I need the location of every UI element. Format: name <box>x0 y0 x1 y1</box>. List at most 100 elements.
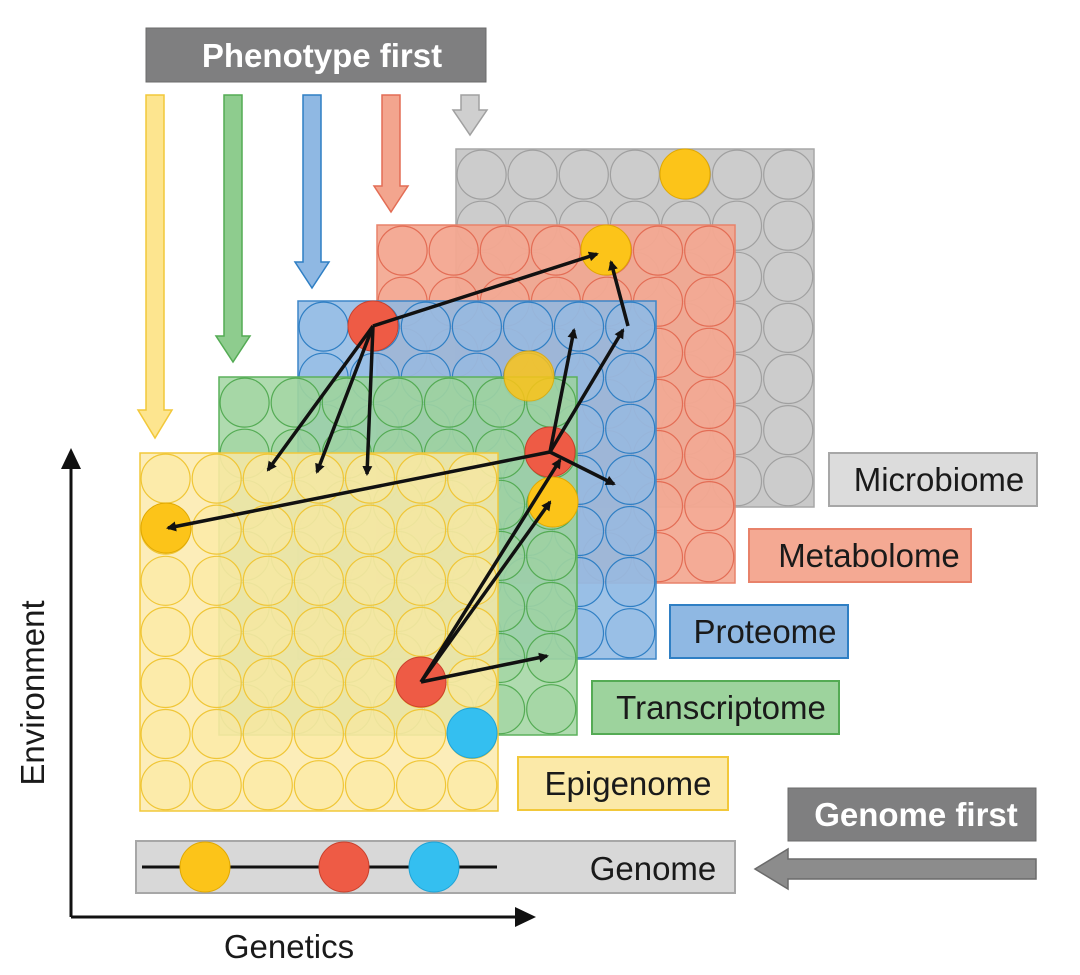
phenotype-first-header: Phenotype first <box>145 27 487 83</box>
microbiome-grid-circle <box>507 149 558 200</box>
epigenome-grid-circle <box>396 555 447 606</box>
epigenome-grid-circle <box>293 453 344 504</box>
microbiome-grid-circle <box>763 353 814 405</box>
genome-first-label: Genome first <box>814 796 1018 833</box>
epigenome-grid-circle <box>191 504 242 555</box>
arrow-epigenome-to-transcriptome-3 <box>419 458 562 683</box>
microbiome-label: Microbiome <box>854 461 1025 498</box>
phenotype-first-label: Phenotype first <box>202 37 442 74</box>
epigenome-grid-circle <box>191 760 242 811</box>
transcriptome-grid-circle <box>219 377 270 428</box>
epigenome-grid-circle <box>344 453 396 504</box>
microbiome-grid-circle <box>609 149 661 200</box>
proteome-grid-circle <box>298 301 349 352</box>
proteome-grid-circle <box>605 608 656 659</box>
epigenome-grid-circle <box>140 606 191 658</box>
epigenome-gold-dot <box>140 502 192 554</box>
proteome-grid-circle <box>605 556 656 608</box>
metabolome-grid-circle <box>632 225 684 276</box>
epigenome-grid-circle <box>191 657 242 709</box>
arrow-transcriptome-to-epigenome <box>166 450 551 532</box>
metabolome-grid-circle <box>428 225 479 276</box>
arrow-down-microbiome <box>451 94 489 137</box>
epigenome-grid-circle <box>140 657 191 709</box>
transcriptome-label: Transcriptome <box>616 689 826 726</box>
metabolome-grid-circle <box>684 378 735 429</box>
transcriptome-grid-circle <box>526 632 577 684</box>
proteome-label: Proteome <box>693 613 836 650</box>
microbiome-label-box: Microbiome <box>828 452 1038 507</box>
microbiome-grid-circle <box>456 149 507 200</box>
metabolome-gold-dot <box>580 224 632 276</box>
layer-labels: Microbiome Metabolome Proteome Transcrip… <box>517 452 1038 811</box>
epigenome-grid-circle <box>242 504 293 555</box>
proteome-label-box: Proteome <box>669 604 849 659</box>
phenotype-down-arrows <box>136 94 489 440</box>
metabolome-grid-circle <box>684 327 735 378</box>
genome-gold-variant <box>179 841 231 893</box>
microbiome-grid-circle <box>763 302 814 353</box>
microbiome-grid-circle <box>711 149 763 200</box>
epigenome-grid-circle <box>447 760 498 811</box>
transcriptome-grid-circle <box>526 581 577 633</box>
metabolome-grid-circle <box>684 225 735 276</box>
epigenome-grid-circle <box>447 504 498 555</box>
arrow-proteome-to-epigenome-3 <box>362 325 375 476</box>
epigenome-cyan-dot <box>446 707 498 759</box>
epigenome-grid-circle <box>344 504 396 555</box>
epigenome-grid-circle <box>140 760 191 811</box>
microbiome-gold-dot <box>659 148 711 200</box>
transcriptome-grid-circle <box>270 377 321 428</box>
metabolome-grid-circle <box>684 429 735 481</box>
arrow-down-metabolome <box>372 94 410 214</box>
metabolome-label: Metabolome <box>778 537 960 574</box>
epigenome-grid-circle <box>293 606 344 658</box>
arrow-proteome-to-metabolome <box>372 251 599 328</box>
transcriptome-grid-circle <box>526 530 577 582</box>
epigenome-grid-circle <box>344 708 396 760</box>
microbiome-grid-circle <box>763 200 814 251</box>
epigenome-grid-circle <box>191 453 242 504</box>
epigenome-grid-circle <box>140 555 191 606</box>
epigenome-grid-circle <box>396 504 447 555</box>
metabolome-grid-circle <box>684 532 735 583</box>
proteome-grid-circle <box>553 301 605 352</box>
epigenome-grid-circle <box>293 555 344 606</box>
arrow-down-transcriptome <box>214 94 252 364</box>
microbiome-grid-circle <box>763 456 814 507</box>
epigenome-grid-circle <box>293 657 344 709</box>
epigenome-grid-circle <box>191 555 242 606</box>
arrow-transcriptome-to-proteome-2 <box>548 328 625 453</box>
epigenome-grid-circle <box>191 606 242 658</box>
microbiome-grid-circle <box>763 405 814 456</box>
epigenome-grid-circle <box>293 504 344 555</box>
epigenome-grid-circle <box>242 708 293 760</box>
arrow-proteome-to-epigenome-1 <box>266 324 375 472</box>
metabolome-grid-circle <box>684 276 735 327</box>
epigenome-grid-circle <box>396 760 447 811</box>
epigenome-grid-circle <box>344 760 396 811</box>
x-axis-label: Genetics <box>224 928 354 965</box>
proteome-grid-circle <box>605 454 656 505</box>
epigenome-label: Epigenome <box>545 765 712 802</box>
arrow-transcriptome-to-proteome-3 <box>549 450 616 486</box>
epigenome-layer <box>139 452 499 812</box>
microbiome-grid-circle <box>763 251 814 302</box>
genome-bar: Genome <box>135 840 736 894</box>
epigenome-grid-circle <box>344 606 396 658</box>
epigenome-grid-circle <box>344 657 396 709</box>
epigenome-grid-circle <box>242 555 293 606</box>
arrow-proteome-to-epigenome-2 <box>315 325 375 474</box>
proteome-grid-circle <box>605 403 656 454</box>
epigenome-grid-circle <box>140 453 191 504</box>
interaction-arrows <box>166 251 630 684</box>
genome-label: Genome <box>590 850 717 887</box>
proteome-gold-dot <box>503 350 555 402</box>
arrow-down-proteome <box>293 94 331 290</box>
proteome-grid-circle <box>605 505 656 557</box>
metabolome-grid-circle <box>479 225 530 276</box>
epigenome-label-box: Epigenome <box>517 756 729 811</box>
epigenome-grid-circle <box>242 760 293 811</box>
arrow-down-epigenome <box>136 94 174 440</box>
